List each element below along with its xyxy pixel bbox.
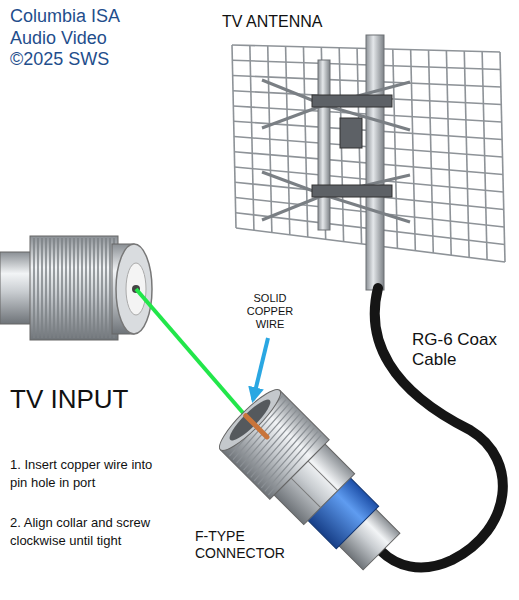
knurl-line (61, 238, 63, 338)
knurl-line (49, 238, 51, 338)
knurl-line (73, 238, 75, 338)
knurl-line (69, 238, 71, 338)
knurl-line (101, 238, 103, 338)
knurl-line (265, 435, 325, 495)
part-name: TV INPUT (10, 384, 210, 415)
knurl-line (57, 238, 59, 338)
part-name: F-TYPE CONNECTOR (195, 528, 295, 562)
leader-arrow (253, 338, 268, 400)
knurl-line (97, 238, 99, 338)
credit-watermark: Columbia ISA Audio Video ©2025 SWS (10, 6, 142, 71)
instruction-note: 2. Align collar and screw clockwise unti… (10, 514, 152, 549)
dipole-rods (262, 80, 410, 222)
part-name: RG-6 Coax Cable (412, 330, 512, 371)
knurl-line (261, 431, 321, 491)
antenna-mast (366, 35, 384, 290)
knurl-line (77, 238, 79, 338)
knurl-line (109, 238, 111, 338)
guide-line (136, 289, 244, 414)
knurl-line (45, 238, 47, 338)
antenna-boom (318, 60, 330, 230)
knurl-line (85, 238, 87, 338)
part-name: SOLID COPPER WIRE (238, 292, 302, 332)
knurl-line (37, 238, 39, 338)
tv-input-port (0, 236, 152, 340)
knurl-line (41, 238, 43, 338)
instruction-note: 1. Insert copper wire into pin hole in p… (10, 456, 160, 491)
mast-brackets (312, 95, 392, 197)
knurl-line (105, 238, 107, 338)
coax-cable (375, 288, 503, 567)
knurl-line (53, 238, 55, 338)
knurl-line (65, 238, 67, 338)
knurl-line (89, 238, 91, 338)
knurl-line (93, 238, 95, 338)
knurl-line (81, 238, 83, 338)
knurl-line (33, 238, 35, 338)
part-name: TV ANTENNA (222, 12, 352, 31)
